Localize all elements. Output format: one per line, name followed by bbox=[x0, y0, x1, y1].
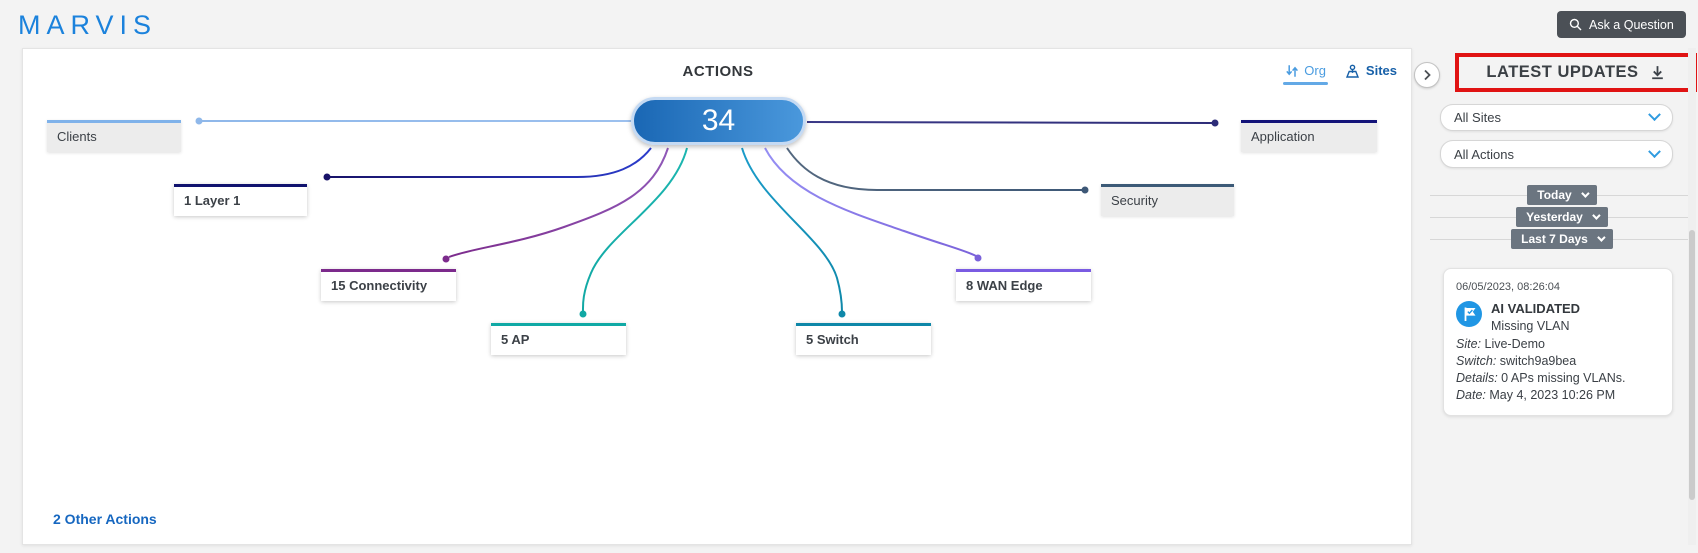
search-icon bbox=[1569, 18, 1582, 31]
link-dot-wan-edge bbox=[974, 254, 982, 262]
actions-title: ACTIONS bbox=[682, 63, 754, 80]
ask-button-label: Ask a Question bbox=[1589, 17, 1674, 32]
actions-total-node[interactable]: 34 bbox=[631, 97, 806, 145]
sites-map-icon bbox=[1345, 64, 1359, 78]
link-connectivity bbox=[448, 147, 669, 258]
update-field-value: switch9a9bea bbox=[1499, 354, 1577, 368]
date-row-yesterday: Yesterday bbox=[1430, 206, 1694, 227]
link-ap bbox=[581, 147, 688, 313]
toggle-org[interactable]: Org bbox=[1283, 63, 1328, 85]
action-node-wan-edge[interactable]: 8 WAN Edge bbox=[956, 269, 1091, 301]
ask-a-question-button[interactable]: Ask a Question bbox=[1557, 11, 1686, 38]
link-application bbox=[806, 121, 1216, 124]
link-layer-1 bbox=[327, 147, 652, 178]
date-row-last-7-days: Last 7 Days bbox=[1430, 228, 1694, 249]
toggle-org-label: Org bbox=[1304, 63, 1326, 78]
update-timestamp: 06/05/2023, 08:26:04 bbox=[1456, 281, 1560, 293]
view-toggle: Org Sites bbox=[1283, 63, 1397, 85]
update-field-value: May 4, 2023 10:26 PM bbox=[1489, 388, 1616, 402]
action-node-layer-1[interactable]: 1 Layer 1 bbox=[174, 184, 307, 216]
action-node-application[interactable]: Application bbox=[1241, 120, 1377, 152]
chevron-down-icon bbox=[1648, 144, 1661, 158]
all-sites-dropdown[interactable]: All Sites bbox=[1440, 104, 1673, 131]
date-dropdown-label: Last 7 Days bbox=[1521, 231, 1588, 246]
toggle-sites[interactable]: Sites bbox=[1344, 63, 1397, 85]
update-field-label: Details: bbox=[1456, 371, 1502, 385]
link-dot-layer-1 bbox=[323, 173, 331, 181]
action-node-switch[interactable]: 5 Switch bbox=[796, 323, 931, 355]
link-wan-edge bbox=[764, 147, 977, 257]
link-dot-application bbox=[1211, 119, 1219, 127]
org-arrows-icon bbox=[1286, 64, 1299, 77]
marvis-logo: MARVIS bbox=[18, 10, 158, 40]
update-field-value: 0 APs missing VLANs. bbox=[1501, 371, 1626, 385]
update-field: Details: 0 APs missing VLANs. bbox=[1456, 370, 1660, 387]
sidebar-collapse-button[interactable] bbox=[1414, 62, 1440, 88]
action-node-ap[interactable]: 5 AP bbox=[491, 323, 626, 355]
action-node-security[interactable]: Security bbox=[1101, 184, 1234, 216]
update-field-label: Date: bbox=[1456, 388, 1490, 402]
chevron-down-icon bbox=[1580, 188, 1590, 198]
all-actions-dropdown[interactable]: All Actions bbox=[1440, 140, 1673, 168]
download-icon[interactable] bbox=[1649, 64, 1666, 81]
date-row-today: Today bbox=[1430, 184, 1694, 205]
update-badge: AI VALIDATED bbox=[1491, 301, 1581, 316]
update-field-value: Live-Demo bbox=[1484, 337, 1545, 351]
date-dropdown-last-7-days[interactable]: Last 7 Days bbox=[1511, 228, 1613, 249]
latest-updates-title: LATEST UPDATES bbox=[1486, 63, 1639, 81]
link-security bbox=[786, 147, 1085, 191]
update-field: Site: Live-Demo bbox=[1456, 336, 1660, 353]
date-dropdown-today[interactable]: Today bbox=[1527, 184, 1597, 205]
update-card[interactable]: 06/05/2023, 08:26:04 AI VALIDATED Missin… bbox=[1443, 268, 1673, 416]
link-dot-ap bbox=[579, 310, 587, 318]
link-dot-security bbox=[1081, 186, 1089, 194]
action-node-connectivity[interactable]: 15 Connectivity bbox=[321, 269, 456, 301]
link-dot-connectivity bbox=[442, 255, 450, 263]
chevron-down-icon bbox=[1597, 232, 1606, 242]
update-field: Switch: switch9a9bea bbox=[1456, 353, 1660, 370]
toggle-sites-label: Sites bbox=[1365, 63, 1397, 78]
update-action-name: Missing VLAN bbox=[1491, 319, 1570, 333]
date-dropdown-yesterday[interactable]: Yesterday bbox=[1516, 206, 1608, 227]
chevron-down-icon bbox=[1592, 210, 1601, 220]
all-sites-value: All Sites bbox=[1454, 110, 1501, 125]
scrollbar-thumb[interactable] bbox=[1689, 230, 1695, 500]
actions-diagram-links bbox=[195, 117, 1219, 318]
link-dot-clients bbox=[195, 117, 203, 125]
update-field: Date: May 4, 2023 10:26 PM bbox=[1456, 387, 1660, 404]
other-actions-link[interactable]: 2 Other Actions bbox=[53, 511, 157, 527]
update-heading: AI VALIDATED Missing VLAN bbox=[1491, 301, 1580, 333]
all-actions-value: All Actions bbox=[1454, 146, 1514, 162]
chevron-right-icon bbox=[1424, 69, 1431, 81]
link-dot-switch bbox=[838, 310, 846, 318]
update-field-label: Site: bbox=[1456, 337, 1485, 351]
date-dropdown-label: Today bbox=[1537, 187, 1572, 202]
link-switch bbox=[741, 147, 843, 313]
chevron-down-icon bbox=[1648, 108, 1661, 122]
action-node-clients[interactable]: Clients bbox=[47, 120, 181, 152]
annotation-highlight: LATEST UPDATES bbox=[1455, 53, 1697, 92]
date-dropdown-label: Yesterday bbox=[1526, 209, 1583, 224]
ai-validated-icon bbox=[1456, 301, 1482, 327]
update-field-label: Switch: bbox=[1456, 354, 1500, 368]
